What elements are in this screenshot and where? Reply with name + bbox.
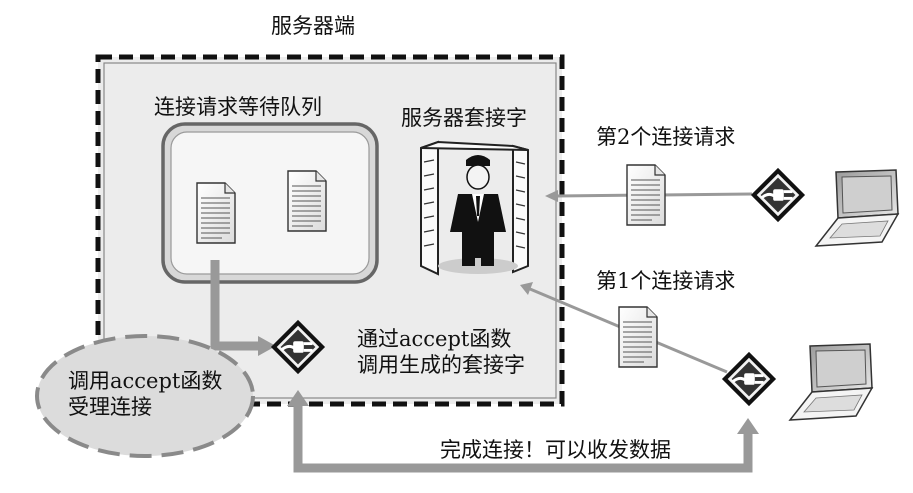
request-2-label: 第2个连接请求	[596, 125, 736, 149]
complete-label: 完成连接！可以收发数据	[436, 437, 675, 464]
call-accept-label: 调用accept函数 受理连接	[68, 369, 223, 420]
queue-label: 连接请求等待队列	[154, 95, 322, 119]
request-1-label: 第1个连接请求	[596, 269, 736, 293]
complete-connection-arrow	[293, 404, 753, 473]
document-icon	[287, 170, 327, 232]
call-accept-bubble	[35, 334, 255, 458]
server-border-inner	[103, 62, 557, 399]
laptop-icon	[815, 169, 899, 247]
laptop-icon	[789, 343, 873, 421]
document-icon	[196, 182, 236, 244]
document-icon	[618, 306, 658, 368]
server-border	[95, 54, 565, 407]
server-side-label: 服务器端	[271, 14, 355, 38]
plug-icon	[749, 166, 807, 224]
server-socket-label: 服务器套接字	[401, 106, 527, 130]
server-socket-door	[420, 140, 529, 276]
document-icon	[626, 164, 666, 226]
doorman-figure	[450, 155, 506, 266]
queue-to-socket-arrow	[210, 260, 262, 351]
accept-socket-label: 通过accept函数 调用生成的套接字	[357, 327, 525, 378]
plug-icon	[720, 350, 778, 408]
